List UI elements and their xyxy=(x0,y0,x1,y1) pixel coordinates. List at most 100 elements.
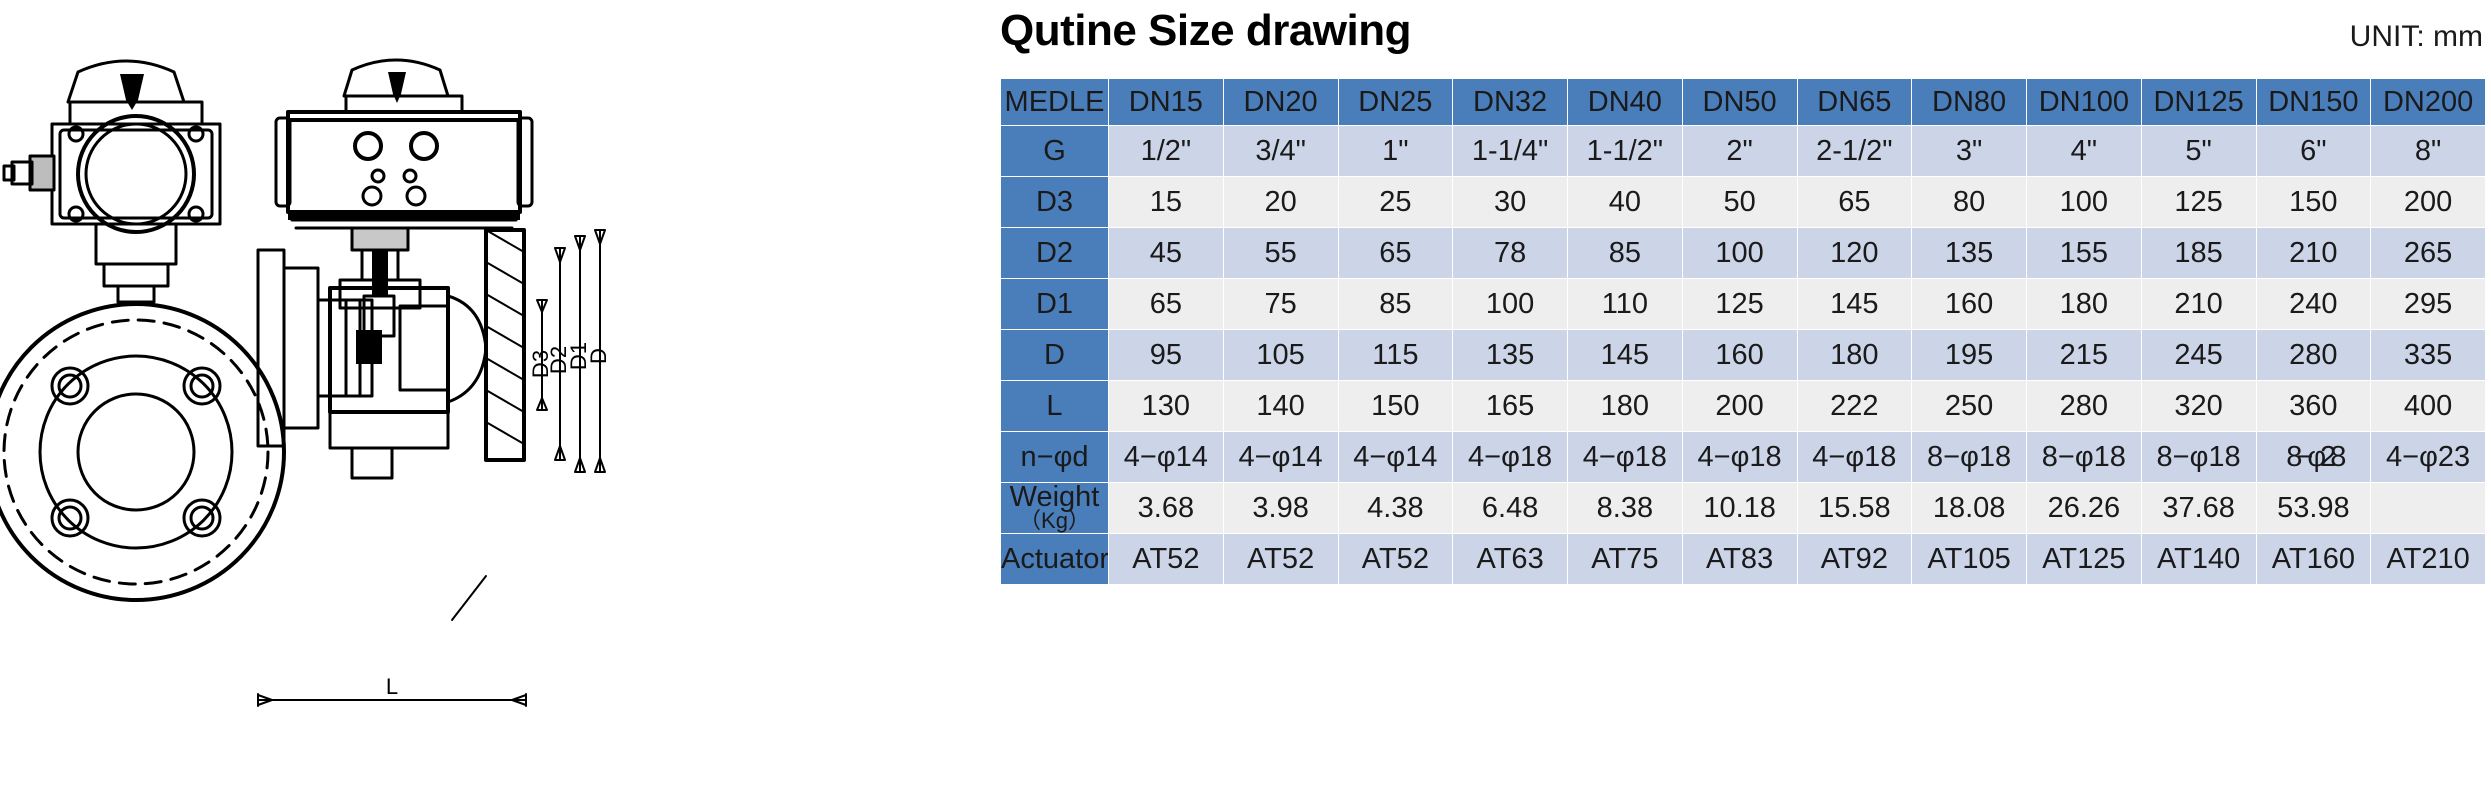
table-cell: 5" xyxy=(2140,125,2257,177)
table-cell: 4−φ18 xyxy=(1796,431,1913,483)
dim-label-l: L xyxy=(386,674,398,699)
page-title: Qutine Size drawing xyxy=(1000,6,1412,55)
table-cell: 150 xyxy=(2255,176,2372,228)
table-cell: 4−φ14 xyxy=(1337,431,1454,483)
table-cell: 180 xyxy=(2026,278,2142,330)
column-header-dn40: DN40 xyxy=(1567,78,1683,126)
table-cell: 150 xyxy=(1337,380,1454,432)
table-cell: AT105 xyxy=(1911,533,2027,585)
table-cell: 145 xyxy=(1796,278,1913,330)
table-cell: 110 xyxy=(1567,278,1683,330)
table-cell: 37.68 xyxy=(2140,482,2257,534)
row-header: D xyxy=(1000,329,1109,381)
technical-drawings: D3 D2 D1 D L xyxy=(0,0,950,790)
table-cell: 10.18 xyxy=(1681,482,1798,534)
table-cell: 155 xyxy=(2026,227,2142,279)
table-cell: AT52 xyxy=(1337,533,1454,585)
table-cell: AT52 xyxy=(1222,533,1339,585)
table-cell: 8.38 xyxy=(1567,482,1683,534)
table-cell: 8−φ18 xyxy=(1911,431,2027,483)
panel-header: Qutine Size drawing UNIT: mm xyxy=(950,0,2491,78)
column-header-dn100: DN100 xyxy=(2026,78,2142,126)
dim-label-d3: D3 xyxy=(528,350,553,378)
table-cell: 280 xyxy=(2255,329,2372,381)
column-header-dn65: DN65 xyxy=(1796,78,1913,126)
table-cell: 65 xyxy=(1796,176,1913,228)
table-cell: 295 xyxy=(2370,278,2486,330)
table-cell: 210 xyxy=(2255,227,2372,279)
column-header-dn200: DN200 xyxy=(2370,78,2486,126)
table-cell: 78 xyxy=(1452,227,1568,279)
table-cell: 180 xyxy=(1796,329,1913,381)
row-header: Actuator xyxy=(1000,533,1109,585)
row-header: D1 xyxy=(1000,278,1109,330)
valve-drawings-svg: D3 D2 D1 D L xyxy=(0,58,611,707)
column-header-dn15: DN15 xyxy=(1108,78,1224,126)
table-cell: 4−φ18 xyxy=(1452,431,1568,483)
dimension-lines xyxy=(257,229,606,707)
table-cell: 135 xyxy=(1452,329,1568,381)
table-cell: 8−φ28 xyxy=(2255,431,2372,483)
table-cell: 200 xyxy=(1681,380,1798,432)
table-cell: 4−φ14 xyxy=(1222,431,1339,483)
table-cell: 18.08 xyxy=(1911,482,2027,534)
table-cell: 145 xyxy=(1567,329,1683,381)
table-cell: 1-1/2" xyxy=(1567,125,1683,177)
column-header-dn125: DN125 xyxy=(2140,78,2257,126)
table-cell: 1-1/4" xyxy=(1452,125,1568,177)
table-cell: AT75 xyxy=(1567,533,1683,585)
column-header-dn80: DN80 xyxy=(1911,78,2027,126)
table-cell: 180 xyxy=(1567,380,1683,432)
table-cell: AT52 xyxy=(1108,533,1224,585)
dim-label-d2: D2 xyxy=(546,346,571,374)
table-cell: 135 xyxy=(1911,227,2027,279)
table-cell: 1" xyxy=(1337,125,1454,177)
table-cell: AT140 xyxy=(2140,533,2257,585)
table-cell: 160 xyxy=(1681,329,1798,381)
dim-label-d: D xyxy=(586,348,611,364)
table-cell: 2" xyxy=(1681,125,1798,177)
table-cell: 40 xyxy=(1567,176,1683,228)
table-cell: 45 xyxy=(1108,227,1224,279)
table-cell: 210 xyxy=(2140,278,2257,330)
table-cell: 53.98 xyxy=(2255,482,2372,534)
table-cell: 4−φ18 xyxy=(1681,431,1798,483)
table-cell: 120 xyxy=(1796,227,1913,279)
table-cell: AT92 xyxy=(1796,533,1913,585)
table-cell: 25 xyxy=(1337,176,1454,228)
table-cell: 2-1/2" xyxy=(1796,125,1913,177)
row-header: G xyxy=(1000,125,1109,177)
table-cell: 80 xyxy=(1911,176,2027,228)
table-cell: 3" xyxy=(1911,125,2027,177)
table-cell: 100 xyxy=(1452,278,1568,330)
table-cell: 8−φ18 xyxy=(2026,431,2142,483)
table-cell: 8−φ18 xyxy=(2140,431,2257,483)
table-cell: 4.38 xyxy=(1337,482,1454,534)
table-cell: 65 xyxy=(1337,227,1454,279)
table-cell: 4−φ18 xyxy=(1567,431,1683,483)
table-cell: 115 xyxy=(1337,329,1454,381)
column-header-dn25: DN25 xyxy=(1337,78,1454,126)
table-cell: 215 xyxy=(2026,329,2142,381)
table-cell: 4−φ23 xyxy=(2370,431,2486,483)
table-cell: AT210 xyxy=(2370,533,2486,585)
table-cell: 85 xyxy=(1337,278,1454,330)
table-cell: 3.68 xyxy=(1108,482,1224,534)
table-cell: 160 xyxy=(1911,278,2027,330)
row-header: Weight（Kg） xyxy=(1000,482,1109,534)
table-cell: 65 xyxy=(1108,278,1224,330)
column-header-dn20: DN20 xyxy=(1222,78,1339,126)
table-cell: 265 xyxy=(2370,227,2486,279)
table-cell: 195 xyxy=(1911,329,2027,381)
table-cell: 240 xyxy=(2255,278,2372,330)
row-header-label: Weight xyxy=(1009,482,1100,513)
